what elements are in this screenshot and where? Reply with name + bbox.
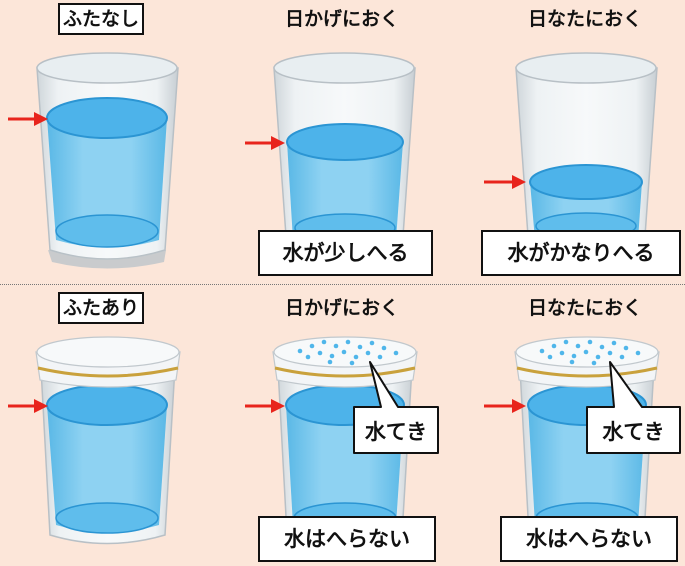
glass-top-sun [515,52,658,260]
caption-top-shade: 水が少しへる [258,230,433,276]
arrow-bottom-lid [8,399,48,413]
heading-bottom-sun: 日なたにおく [527,297,642,319]
callout-text-shade: 水てき [364,420,428,444]
arrow-bottom-lid-sun [484,399,526,413]
label-with-lid: ふたあり [58,292,145,324]
callout-bubble-sun [586,361,681,454]
caption-bottom-sun: 水はへらない [500,516,678,562]
arrow-bottom-lid-shade [245,399,285,413]
row-divider [0,284,685,285]
callout-bubble-shade [353,361,439,454]
caption-top-sun: 水がかなりへる [481,230,681,276]
glass-top-no-lid [36,52,179,269]
heading-top-sun: 日なたにおく [527,8,642,30]
heading-bottom-shade: 日かげにおく [284,297,399,319]
glass-bottom-lid [35,336,181,545]
caption-bottom-shade: 水はへらない [258,516,436,562]
arrow-top-no-lid [8,112,48,126]
glass-top-shade [273,52,416,260]
label-no-lid: ふたなし [58,3,145,35]
droplets-sun [539,339,641,366]
droplets-shade [297,339,399,366]
heading-top-shade: 日かげにおく [284,8,399,30]
arrow-top-sun [484,175,526,189]
arrow-top-shade [245,136,285,150]
callout-text-sun: 水てき [602,420,665,444]
